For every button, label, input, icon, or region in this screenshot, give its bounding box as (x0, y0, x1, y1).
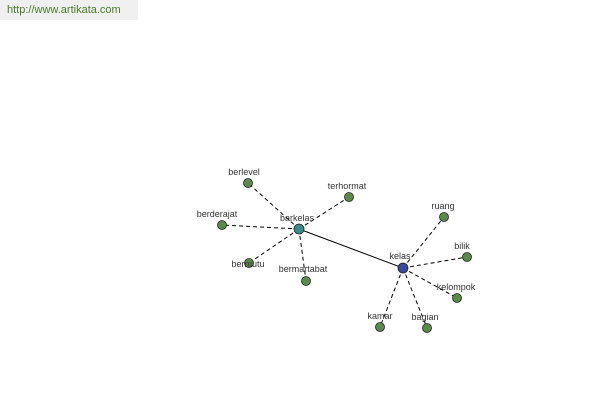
node-label-berderajat[interactable]: berderajat (197, 209, 238, 219)
node-label-bilik[interactable]: bilik (454, 241, 470, 251)
node-bermartabat[interactable] (301, 276, 311, 286)
node-kelas[interactable] (397, 262, 409, 274)
node-kelompok[interactable] (452, 293, 462, 303)
node-label-kamar[interactable]: kamar (367, 311, 392, 321)
edge-barkelas-berderajat (221, 224, 300, 230)
node-label-kelas[interactable]: kelas (389, 251, 411, 261)
node-label-terhormat[interactable]: terhormat (328, 181, 367, 191)
edges-layer (221, 182, 468, 329)
node-terhormat[interactable] (344, 192, 354, 202)
edge-barkelas-kelas (298, 228, 404, 269)
node-label-bagian[interactable]: bagian (411, 312, 438, 322)
node-ruang[interactable] (439, 212, 449, 222)
node-bermutu[interactable] (244, 258, 254, 268)
node-label-ruang[interactable]: ruang (431, 201, 454, 211)
edge-kelas-bagian (402, 267, 428, 329)
node-label-kelompok[interactable]: kelompok (437, 282, 476, 292)
edge-barkelas-bermartabat (298, 228, 307, 282)
node-label-bermartabat[interactable]: bermartabat (279, 264, 328, 274)
node-label-berlevel[interactable]: berlevel (228, 167, 260, 177)
node-bagian[interactable] (422, 323, 432, 333)
labels-layer: barkelas kelas berlevel terhormat berderajat… (197, 167, 476, 322)
edge-kelas-kelompok (402, 267, 458, 299)
site-url-banner[interactable]: http://www.artikata.com (0, 0, 138, 20)
edge-barkelas-berlevel (247, 182, 300, 230)
edge-kelas-ruang (402, 216, 445, 269)
nodes-layer (217, 178, 472, 333)
node-bilik[interactable] (462, 252, 472, 262)
edge-barkelas-terhormat (298, 196, 350, 230)
edge-barkelas-bermutu (248, 228, 300, 264)
node-label-bermutu[interactable]: bermutu (231, 259, 264, 269)
node-label-barkelas[interactable]: barkelas (280, 213, 315, 223)
node-barkelas[interactable] (293, 223, 305, 235)
edge-kelas-bilik (402, 256, 468, 269)
node-berderajat[interactable] (217, 220, 227, 230)
edge-kelas-kamar (379, 267, 404, 328)
node-berlevel[interactable] (243, 178, 253, 188)
node-kamar[interactable] (375, 322, 385, 332)
